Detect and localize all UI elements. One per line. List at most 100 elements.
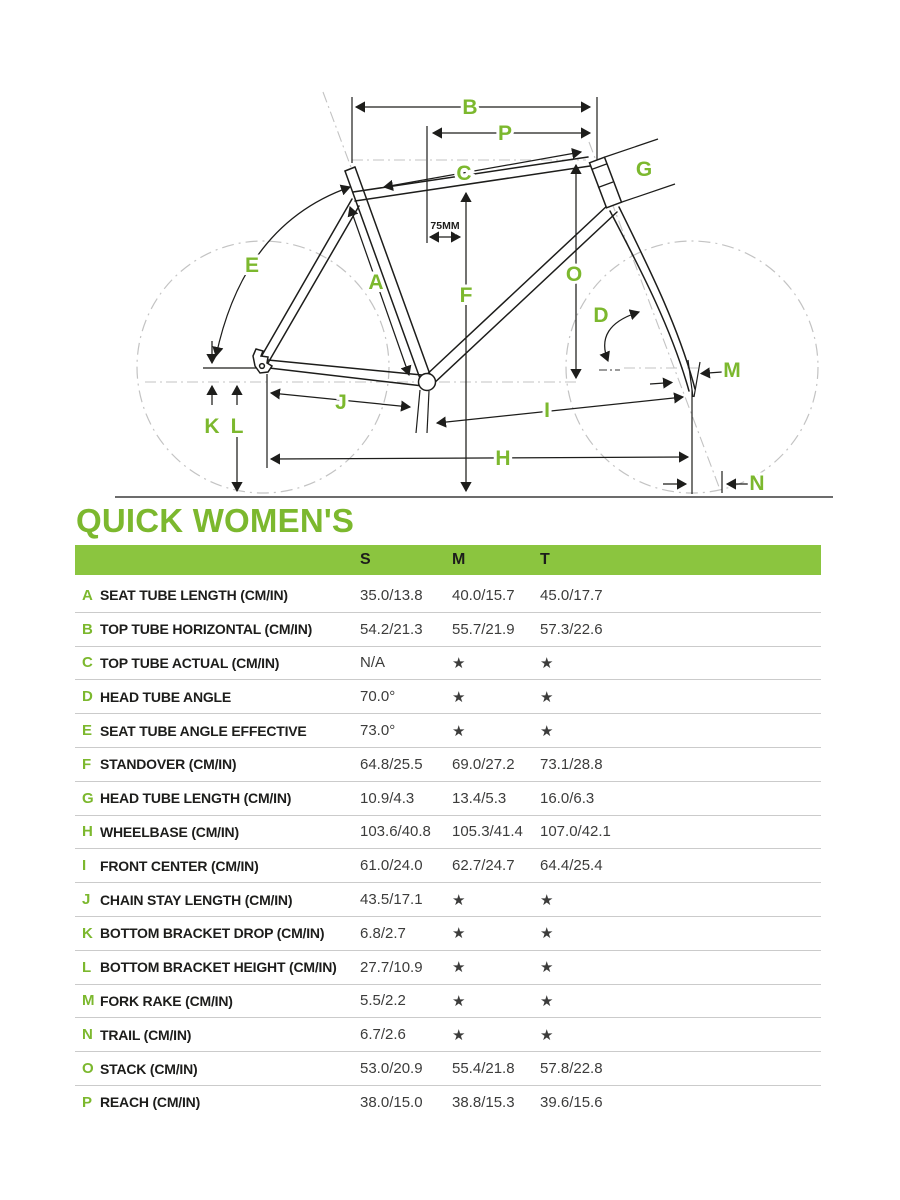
row-letter: I xyxy=(82,857,87,875)
value-size-m: ★ xyxy=(452,722,466,740)
value-size-t: ★ xyxy=(540,992,554,1010)
page-title: QUICK WOMEN'S xyxy=(76,502,355,539)
row-label: TOP TUBE ACTUAL (CM/IN) xyxy=(100,654,280,671)
value-size-m: ★ xyxy=(452,925,466,943)
value-size-m: 62.7/24.7 xyxy=(452,857,515,875)
diagram-label-B: B xyxy=(462,96,477,119)
row-letter: H xyxy=(82,823,93,841)
value-size-s: 61.0/24.0 xyxy=(360,857,423,875)
diagram-label-O: O xyxy=(566,263,582,286)
value-size-t: ★ xyxy=(540,891,554,909)
value-size-t: 16.0/6.3 xyxy=(540,789,595,807)
value-size-m: ★ xyxy=(452,654,466,672)
value-size-s: 73.0° xyxy=(360,722,396,740)
value-size-m: 13.4/5.3 xyxy=(452,789,507,807)
value-size-m: 38.8/15.3 xyxy=(452,1093,515,1111)
value-size-s: 10.9/4.3 xyxy=(360,789,415,807)
table-header: S M T xyxy=(75,545,821,575)
row-label: SEAT TUBE LENGTH (CM/IN) xyxy=(100,587,288,604)
bike-frame xyxy=(252,138,701,434)
value-size-t: 107.0/42.1 xyxy=(540,823,611,841)
value-size-t: ★ xyxy=(540,722,554,740)
diagram-label-A: A xyxy=(368,271,383,294)
value-size-m: ★ xyxy=(452,688,466,706)
row-letter: F xyxy=(82,755,92,773)
value-size-m: 69.0/27.2 xyxy=(452,755,515,773)
value-size-m: 55.4/21.8 xyxy=(452,1060,515,1078)
table-row-A: A SEAT TUBE LENGTH (CM/IN) 35.0/13.8 40.0/1… xyxy=(75,579,821,613)
value-size-t: 57.8/22.8 xyxy=(540,1060,603,1078)
value-size-m: ★ xyxy=(452,959,466,977)
value-size-t: ★ xyxy=(540,959,554,977)
diagram-label-K: K xyxy=(204,415,219,438)
value-size-s: 64.8/25.5 xyxy=(360,755,423,773)
value-size-s: 6.7/2.6 xyxy=(360,1026,406,1044)
diagram-label-M: M xyxy=(723,359,741,382)
row-letter: P xyxy=(82,1093,93,1111)
row-label: BOTTOM BRACKET DROP (CM/IN) xyxy=(100,925,325,942)
dimension-lines xyxy=(206,101,748,493)
value-size-t: ★ xyxy=(540,688,554,706)
value-size-s: 103.6/40.8 xyxy=(360,823,431,841)
value-size-s: 53.0/20.9 xyxy=(360,1060,423,1078)
value-size-t: 73.1/28.8 xyxy=(540,755,603,773)
row-letter: N xyxy=(82,1026,93,1044)
row-letter: M xyxy=(82,992,95,1010)
value-size-s: N/A xyxy=(360,654,386,672)
value-size-s: 27.7/10.9 xyxy=(360,958,423,976)
value-size-s: 35.0/13.8 xyxy=(360,586,423,604)
value-size-m: 55.7/21.9 xyxy=(452,620,515,638)
value-size-m: 105.3/41.4 xyxy=(452,823,523,841)
diagram-label-N: N xyxy=(749,472,764,495)
diagram-label-L: L xyxy=(231,415,244,438)
value-size-m: ★ xyxy=(452,1026,466,1044)
table-row-F: F STANDOVER (CM/IN) 64.8/25.5 69.0/27.2 73.1… xyxy=(75,748,821,782)
table-row-M: M FORK RAKE (CM/IN) 5.5/2.2 ★ ★ xyxy=(75,985,821,1019)
row-label: STACK (CM/IN) xyxy=(100,1060,198,1077)
value-size-m: ★ xyxy=(452,992,466,1010)
row-letter: E xyxy=(82,722,93,740)
diagram-label-J: J xyxy=(335,391,347,414)
row-letter: B xyxy=(82,620,93,638)
row-letter: C xyxy=(82,654,93,672)
diagram-label-G: G xyxy=(636,158,652,181)
diagram-label-E: E xyxy=(245,254,259,277)
row-label: BOTTOM BRACKET HEIGHT (CM/IN) xyxy=(100,959,337,976)
value-size-m: 40.0/15.7 xyxy=(452,586,515,604)
column-header-m: M xyxy=(452,551,466,568)
row-letter: G xyxy=(82,789,94,807)
row-label: FORK RAKE (CM/IN) xyxy=(100,992,233,1009)
value-size-s: 38.0/15.0 xyxy=(360,1093,423,1111)
row-label: TRAIL (CM/IN) xyxy=(100,1026,192,1043)
row-letter: K xyxy=(82,924,93,942)
row-label: HEAD TUBE ANGLE xyxy=(100,688,232,705)
row-letter: L xyxy=(82,958,92,976)
row-label: CHAIN STAY LENGTH (CM/IN) xyxy=(100,891,293,908)
row-label: WHEELBASE (CM/IN) xyxy=(100,823,239,840)
diagram-label-H: H xyxy=(495,447,510,470)
diagram-label-C: C xyxy=(456,162,471,185)
diagram-label-75MM: 75MM xyxy=(430,220,459,232)
row-label: STANDOVER (CM/IN) xyxy=(100,756,237,773)
column-header-t: T xyxy=(540,551,550,568)
geometry-table: S M T A SEAT TUBE LENGTH (CM/IN) 35.0/13.8… xyxy=(75,545,821,1119)
row-label: HEAD TUBE LENGTH (CM/IN) xyxy=(100,790,292,807)
row-label: FRONT CENTER (CM/IN) xyxy=(100,857,259,874)
diagram-label-D: D xyxy=(593,304,608,327)
row-letter: A xyxy=(82,586,93,604)
value-size-s: 5.5/2.2 xyxy=(360,992,406,1010)
bottom-bracket xyxy=(417,372,437,392)
row-letter: O xyxy=(82,1060,94,1078)
table-row-H: H WHEELBASE (CM/IN) 103.6/40.8 105.3/41.4 10… xyxy=(75,816,821,850)
